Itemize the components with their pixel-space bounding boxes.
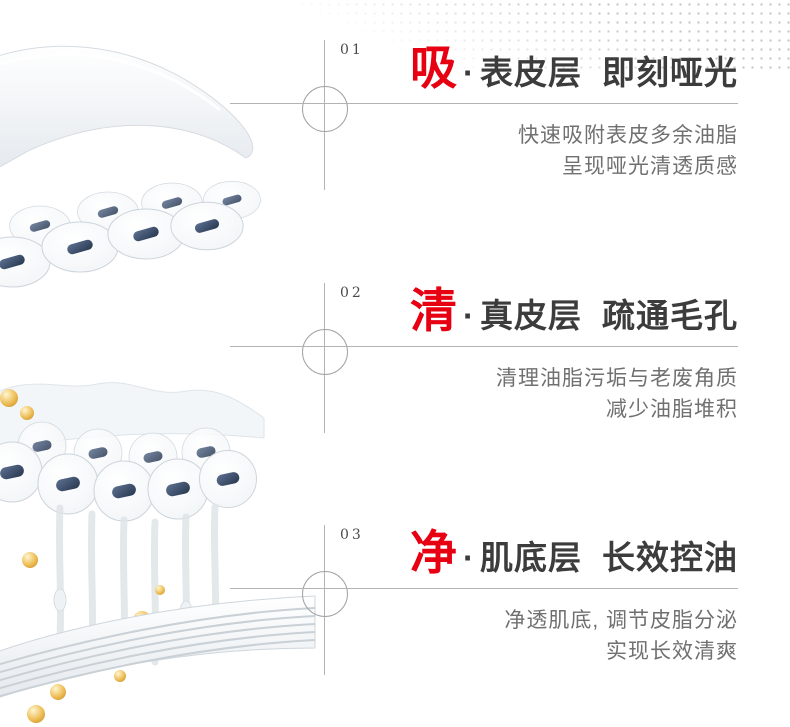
- step-description: 清理油脂污垢与老废角质 减少油脂堆积: [496, 363, 738, 425]
- separator-dot: ·: [463, 54, 474, 91]
- keyword-char: 吸: [410, 41, 457, 94]
- gold-bead: [0, 389, 18, 407]
- effect-text: 即刻哑光: [602, 54, 738, 91]
- horizontal-line: [230, 346, 738, 347]
- separator-dot: ·: [463, 539, 474, 576]
- circle-ornament: [302, 329, 348, 375]
- layer-name: 肌底层: [480, 539, 582, 576]
- layer-name: 表皮层: [480, 54, 582, 91]
- step-heading: 净 · 肌底层 长效控油: [410, 529, 738, 579]
- desc-line-1: 清理油脂污垢与老废角质: [496, 367, 738, 390]
- step-number: 01: [340, 42, 364, 58]
- effect-text: 疏通毛孔: [602, 297, 738, 334]
- gold-bead: [20, 406, 34, 420]
- desc-line-2: 实现长效清爽: [606, 640, 738, 663]
- keyword-char: 清: [410, 284, 457, 337]
- desc-line-1: 净透肌底, 调节皮脂分泌: [504, 609, 738, 632]
- epidermis-cells: [0, 180, 261, 288]
- layer-name: 真皮层: [480, 297, 582, 334]
- desc-line-1: 快速吸附表皮多余油脂: [518, 124, 738, 147]
- step-heading: 吸 · 表皮层 即刻哑光: [410, 44, 738, 94]
- step-description: 快速吸附表皮多余油脂 呈现哑光清透质感: [518, 120, 738, 182]
- circle-ornament: [302, 571, 348, 617]
- step-heading: 清 · 真皮层 疏通毛孔: [410, 287, 738, 337]
- desc-line-2: 减少油脂堆积: [606, 398, 738, 421]
- step-number: 02: [340, 285, 364, 301]
- separator-dot: ·: [463, 297, 474, 334]
- step-number: 03: [340, 527, 364, 543]
- horizontal-line: [230, 588, 738, 589]
- step-section-2: 02 清 · 真皮层 疏通毛孔 清理油脂污垢与老废角质 减少油脂堆积: [230, 283, 740, 493]
- base-layer-stack: [0, 595, 316, 698]
- epidermis-sheet: [0, 45, 254, 168]
- effect-text: 长效控油: [602, 539, 738, 576]
- step-description: 净透肌底, 调节皮脂分泌 实现长效清爽: [504, 605, 738, 667]
- keyword-char: 净: [410, 526, 457, 579]
- skin-layers-illustration: [0, 45, 316, 723]
- halftone-dots-pattern: [235, 0, 790, 74]
- step-section-1: 01 吸 · 表皮层 即刻哑光 快速吸附表皮多余油脂 呈现哑光清透质感: [230, 40, 740, 250]
- desc-line-2: 呈现哑光清透质感: [562, 155, 738, 178]
- circle-ornament: [302, 86, 348, 132]
- horizontal-line: [230, 103, 738, 104]
- step-section-3: 03 净 · 肌底层 长效控油 净透肌底, 调节皮脂分泌 实现长效清爽: [230, 525, 740, 727]
